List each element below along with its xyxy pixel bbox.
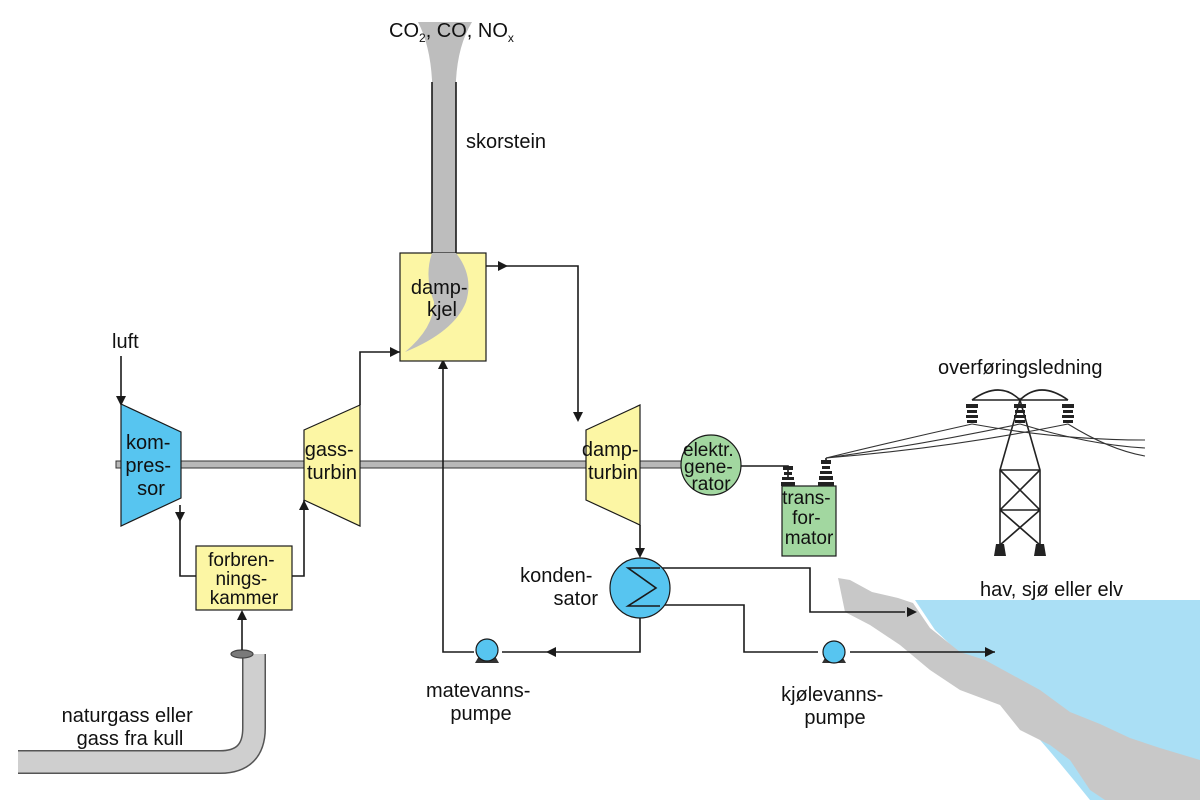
flow-lines (116, 261, 995, 657)
transformer (781, 485, 837, 557)
natural-gas-label: naturgass eller gass fra kull (62, 705, 199, 750)
combustion-chamber (195, 545, 293, 611)
pump-icon (475, 638, 499, 663)
cooling-water-pump-label: kjølevanns- pumpe (781, 684, 889, 729)
steam-boiler-label: damp- kjel (411, 277, 473, 321)
air-label: luft (112, 331, 139, 353)
generator-label: elektr. gene- rator (683, 440, 739, 495)
chimney-label: skorstein (466, 131, 546, 153)
gas-pipe-opening (230, 649, 254, 659)
feedwater-pump-label: matevanns- pumpe (426, 680, 536, 725)
power-tower-icon (966, 389, 1074, 556)
compressor-label: kom- pres- sor (125, 432, 176, 500)
feedwater-pump (475, 638, 499, 662)
cooling-water-pump (822, 640, 846, 664)
electric-generator (680, 434, 742, 496)
steam-turbine (585, 404, 641, 526)
sea-label: hav, sjø eller elv (980, 579, 1123, 601)
gas-turbine-label: gass- turbin (305, 439, 359, 484)
insulator-icon (781, 460, 834, 486)
steam-turbine-label: damp- turbin (582, 439, 644, 484)
condenser (609, 557, 671, 619)
transmission-line-label: overføringsledning (938, 357, 1103, 379)
ground-shore (838, 578, 1200, 800)
boiler-smoke (405, 253, 469, 352)
gas-turbine (303, 404, 361, 527)
compressor (120, 403, 182, 527)
transformer-label: trans- for- mator (782, 488, 836, 549)
pump-icon (822, 640, 846, 664)
gas-pipe-fill (18, 654, 265, 773)
combustion-chamber-label: forbren- nings- kammer (208, 550, 280, 609)
condenser-label: konden- sator (520, 565, 598, 610)
emissions-label: CO2, CO, NOx (389, 20, 514, 45)
heat-exchanger-icon (625, 567, 660, 607)
power-lines (825, 423, 1146, 459)
